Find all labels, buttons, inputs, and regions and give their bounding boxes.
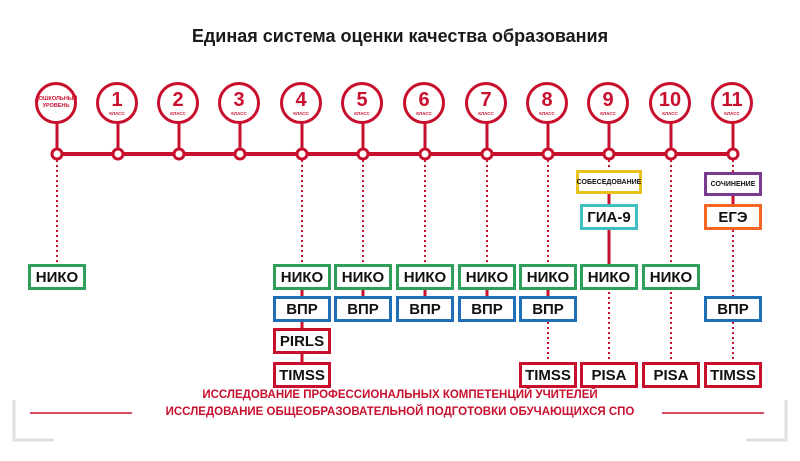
stage-grade-6: 6 КЛАСС	[403, 82, 445, 124]
stage-grade-3: 3 КЛАСС	[218, 82, 260, 124]
stage-grade-11: 11 КЛАСС	[711, 82, 753, 124]
stage-grade-1: 1 КЛАСС	[96, 82, 138, 124]
timss-box-grade-8: TIMSS	[519, 362, 577, 388]
stage-grade-2: 2 КЛАСС	[157, 82, 199, 124]
stage-preschool-label: ДОШКОЛЬНЫЙ УРОВЕНЬ	[34, 96, 78, 109]
timss-box-grade-4: TIMSS	[273, 362, 331, 388]
sobesedovanie-box: СОБЕСЕДОВАНИЕ	[576, 170, 642, 194]
niko-box-grade-4: НИКО	[273, 264, 331, 290]
niko-box-preschool: НИКО	[28, 264, 86, 290]
vpr-box-grade-8: ВПР	[519, 296, 577, 322]
niko-box-grade-7: НИКО	[458, 264, 516, 290]
niko-box-grade-8: НИКО	[519, 264, 577, 290]
sochinenie-box: СОЧИНЕНИЕ	[704, 172, 762, 196]
niko-box-grade-5: НИКО	[334, 264, 392, 290]
stage-grade-5: 5 КЛАСС	[341, 82, 383, 124]
pirls-box-grade-4: PIRLS	[273, 328, 331, 354]
vpr-box-grade-11: ВПР	[704, 296, 762, 322]
footer-line-2: ИССЛЕДОВАНИЕ ОБЩЕОБРАЗОВАТЕЛЬНОЙ ПОДГОТО…	[165, 406, 635, 418]
pisa-box-grade-9: PISA	[580, 362, 638, 388]
vpr-box-grade-4: ВПР	[273, 296, 331, 322]
vpr-box-grade-7: ВПР	[458, 296, 516, 322]
niko-box-grade-10: НИКО	[642, 264, 700, 290]
stage-grade-4: 4 КЛАСС	[280, 82, 322, 124]
stage-grade-7: 7 КЛАСС	[465, 82, 507, 124]
footer-line-1: ИССЛЕДОВАНИЕ ПРОФЕССИОНАЛЬНЫХ КОМПЕТЕНЦИ…	[202, 389, 598, 401]
diagram-title: Единая система оценки качества образован…	[191, 26, 609, 46]
stage-grade-10: 10 КЛАСС	[649, 82, 691, 124]
pisa-box-grade-10: PISA	[642, 362, 700, 388]
ege-box: ЕГЭ	[704, 204, 762, 230]
timss-box-grade-11: TIMSS	[704, 362, 762, 388]
gia9-box: ГИА-9	[580, 204, 638, 230]
vpr-box-grade-6: ВПР	[396, 296, 454, 322]
niko-box-grade-6: НИКО	[396, 264, 454, 290]
stage-preschool: ДОШКОЛЬНЫЙ УРОВЕНЬ	[35, 82, 77, 124]
stage-grade-8: 8 КЛАСС	[526, 82, 568, 124]
vpr-box-grade-5: ВПР	[334, 296, 392, 322]
stage-grade-9: 9 КЛАСС	[587, 82, 629, 124]
niko-box-grade-9: НИКО	[580, 264, 638, 290]
